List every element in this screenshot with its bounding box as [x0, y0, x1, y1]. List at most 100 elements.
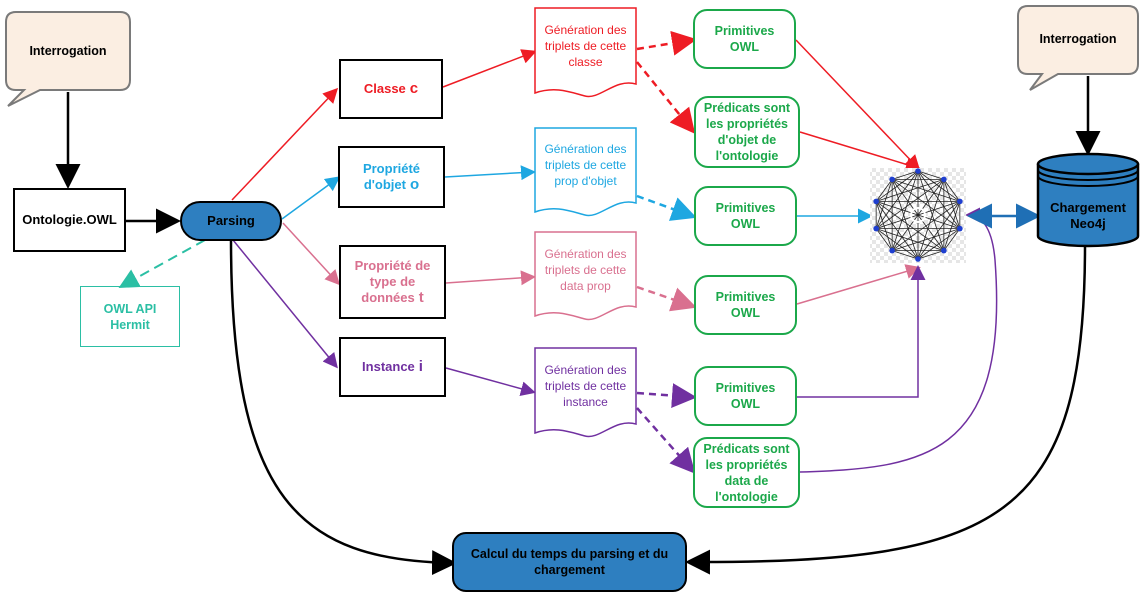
- prim3-line: Primitives: [715, 290, 776, 304]
- doc-instance: Génération des triplets de cette instanc…: [535, 362, 636, 410]
- owlapi-line1: OWL API: [103, 301, 157, 316]
- instance-label: Instance: [362, 359, 415, 374]
- graph-edge: [943, 228, 961, 251]
- pred2-line: data de: [724, 473, 769, 488]
- arrow-doc-prim3: [636, 285, 697, 312]
- predicats-data: Prédicats sont les propriétés data de l'…: [693, 437, 800, 508]
- arrow-doc-prim1: [636, 30, 697, 56]
- doc-classe-line: Génération des: [544, 23, 627, 37]
- graph-edge: [891, 179, 919, 260]
- arrow-propdata-doc: [445, 270, 536, 286]
- graph-edge: [892, 228, 960, 251]
- graph-edge: [917, 170, 961, 229]
- graph-edge: [875, 201, 893, 251]
- graph-edge: [891, 179, 945, 251]
- arrow-parsing-propobj: [281, 176, 341, 220]
- arrow-prim4-graph: [797, 265, 926, 398]
- pred2-line: les propriétés: [705, 457, 788, 472]
- classe-label: Classe: [363, 81, 406, 96]
- classe-letter: c: [409, 80, 419, 97]
- doc-propdata-shape: [534, 231, 637, 321]
- doc-propdata-line: data prop: [560, 279, 611, 293]
- prim1-line: OWL: [729, 40, 760, 54]
- arrow-prim1-graph: [795, 39, 921, 171]
- calcul-temps: Calcul du temps du parsing et du chargem…: [452, 532, 687, 592]
- doc-classe: Génération des triplets de cette classe: [535, 22, 636, 70]
- parsing-node: Parsing: [180, 201, 282, 241]
- pred2-line: l'ontologie: [715, 489, 778, 504]
- doc-instance-line: triplets de cette: [544, 379, 627, 393]
- interrogation-right: Interrogation: [1039, 32, 1117, 46]
- graph-node: [941, 176, 947, 183]
- prim3-line: OWL: [730, 306, 761, 320]
- graph-edge: [892, 179, 960, 202]
- graph-node: [915, 168, 921, 174]
- doc-classe-shape: [534, 7, 637, 98]
- graph-node: [873, 225, 879, 232]
- graph-node: [915, 256, 921, 262]
- instance-letter: i: [418, 358, 423, 375]
- graph-node: [889, 247, 895, 254]
- arrow-parsing-instance: [232, 239, 338, 369]
- pred1-line: l'ontologie: [715, 149, 779, 163]
- owlapi-line2: Hermit: [110, 317, 150, 332]
- graph-edge: [891, 179, 961, 229]
- pred2-line: Prédicats sont: [703, 441, 790, 456]
- graph-edge: [892, 250, 919, 260]
- arrow-parsing-classe: [231, 87, 339, 201]
- pred1-line: d'objet de: [717, 133, 777, 147]
- propdata-line3: données: [361, 290, 415, 305]
- graph-edge: [875, 201, 945, 251]
- ontologie-owl: Ontologie.OWL: [13, 188, 126, 252]
- graph-node: [889, 176, 895, 183]
- prim1-line: Primitives: [714, 24, 775, 38]
- graph-node: [957, 225, 963, 232]
- graph-edge: [917, 201, 961, 260]
- calcul-line: Calcul du temps du parsing et du: [470, 547, 669, 561]
- doc-propdata-line: triplets de cette: [544, 263, 627, 277]
- graph-edge: [875, 228, 919, 260]
- doc-instance-line: instance: [563, 395, 608, 409]
- chargement-neo4j: Chargement Neo4j: [1038, 196, 1138, 236]
- owl-api-hermit: OWL API Hermit: [80, 286, 180, 347]
- doc-propdata: Génération des triplets de cette data pr…: [535, 246, 636, 294]
- graph-edge: [875, 179, 893, 229]
- graph-edge: [876, 228, 944, 251]
- prim4-line: Primitives: [715, 381, 776, 395]
- doc-instance-shape: [534, 347, 637, 438]
- interrogation-left: Interrogation: [29, 44, 107, 58]
- arrow-parsing-owlapi: [118, 239, 206, 288]
- graph-edge: [892, 170, 919, 180]
- propdata-letter: t: [418, 289, 424, 306]
- graph-edge: [876, 179, 944, 202]
- primitives-owl-3: Primitives OWL: [694, 275, 797, 335]
- arrow-classe-doc: [442, 49, 537, 88]
- propobj-letter: o: [409, 176, 420, 193]
- prim2-line: OWL: [730, 217, 761, 231]
- graph-edge: [875, 201, 919, 260]
- propdata-line2: type de: [369, 274, 416, 289]
- prim2-line: Primitives: [715, 201, 776, 215]
- graph-node: [873, 198, 879, 205]
- arrow-chargement-calcul: [685, 245, 1087, 575]
- graph-edge: [875, 179, 893, 202]
- chargement-line: Neo4j: [1070, 216, 1106, 231]
- prim4-line: OWL: [730, 397, 761, 411]
- arrow-parsing-calcul: [229, 239, 457, 576]
- arrow-propobj-doc: [444, 165, 536, 181]
- primitives-owl-4: Primitives OWL: [694, 366, 797, 426]
- graph-edge: [917, 170, 944, 180]
- primitives-owl-2: Primitives OWL: [694, 186, 797, 246]
- doc-propdata-line: Génération des: [544, 247, 627, 261]
- doc-classe-line: triplets de cette: [544, 39, 627, 53]
- bubble-left-shape: [5, 11, 131, 107]
- doc-classe-line: classe: [568, 55, 603, 69]
- graph-icon: [870, 168, 966, 263]
- propobj-line1: Propriété: [362, 161, 421, 176]
- doc-propobj: Génération des triplets de cette prop d'…: [535, 141, 636, 189]
- predicats-objet: Prédicats sont les propriétés d'objet de…: [694, 96, 800, 168]
